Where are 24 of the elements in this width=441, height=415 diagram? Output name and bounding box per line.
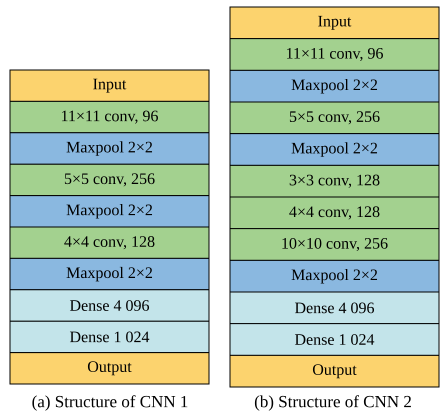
layer-box: 10×10 conv, 256: [230, 228, 440, 261]
layer-box: Maxpool 2×2: [230, 133, 440, 166]
layer-box: 11×11 conv, 96: [230, 38, 440, 71]
layer-box: Maxpool 2×2: [230, 70, 440, 103]
layer-box: 5×5 conv, 256: [230, 101, 440, 134]
caption: (a) Structure of CNN 1: [32, 395, 188, 411]
layer-box: Output: [230, 354, 440, 388]
layer-box: 11×11 conv, 96: [10, 100, 210, 134]
layer-box: 3×3 conv, 128: [230, 164, 440, 198]
layer-box: Input: [10, 70, 210, 102]
layer-box: Maxpool 2×2: [10, 258, 210, 290]
layer-box: 5×5 conv, 256: [10, 164, 210, 196]
layer-box: Output: [10, 352, 210, 384]
layer-box: Maxpool 2×2: [10, 195, 210, 228]
layer-box: Dense 1 024: [10, 320, 210, 354]
layer-box: 4×4 conv, 128: [10, 226, 210, 259]
layer-box: Dense 4 096: [230, 292, 440, 324]
layer-box: Dense 4 096: [10, 289, 210, 322]
caption: (b) Structure of CNN 2: [254, 395, 411, 411]
layer-box: Maxpool 2×2: [230, 260, 440, 293]
layer-box: Input: [230, 6, 440, 40]
layer-box: Maxpool 2×2: [10, 132, 210, 165]
layer-box: 4×4 conv, 128: [230, 196, 440, 230]
layer-box: Dense 1 024: [230, 323, 440, 356]
